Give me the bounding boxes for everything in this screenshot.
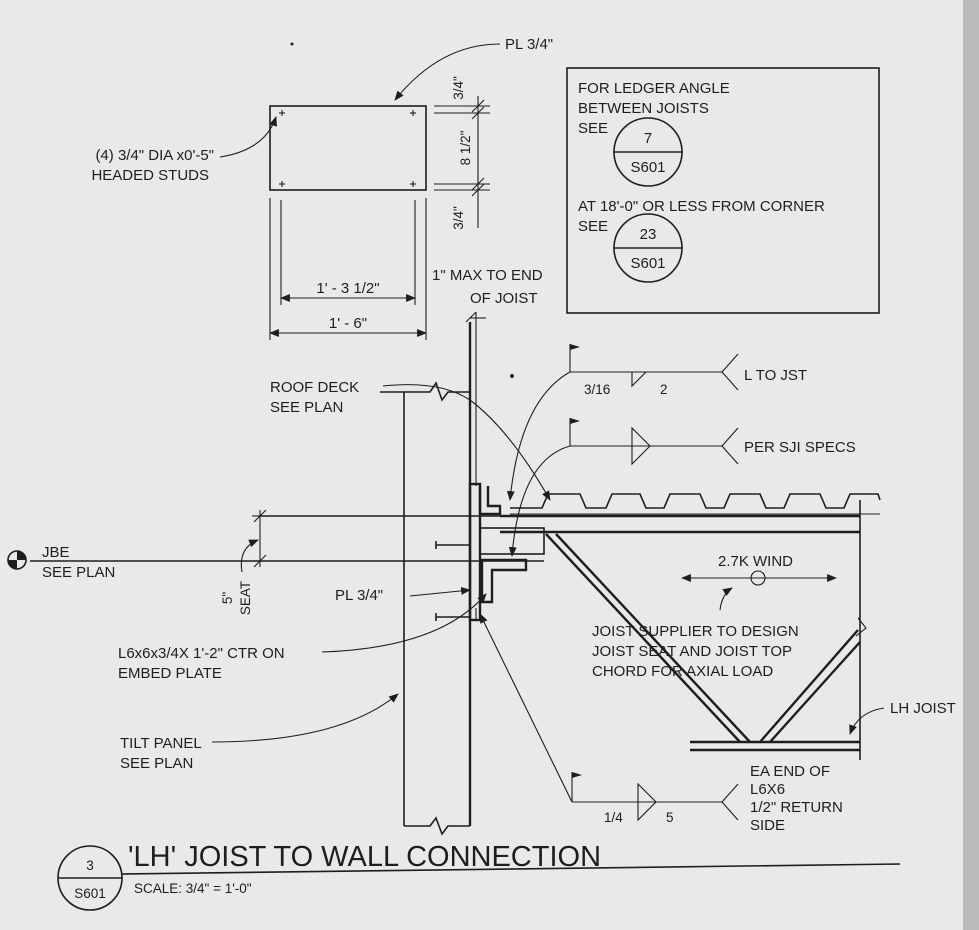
ref2-number: 23: [640, 226, 657, 243]
studs-label-line2: HEADED STUDS: [91, 167, 209, 184]
weld2-note: PER SJI SPECS: [744, 439, 856, 456]
weld3-note-line4: SIDE: [750, 817, 785, 834]
dim-outer: 1' - 6": [329, 315, 367, 332]
dim-bot: 3/4": [451, 206, 466, 230]
title-bubble[interactable]: 3 S601: [57, 845, 123, 911]
max-label-line2: OF JOIST: [470, 290, 538, 307]
notes-line2: BETWEEN JOISTS: [578, 100, 709, 117]
title-block: 3 S601 'LH' JOIST TO WALL CONNECTION SCA…: [57, 841, 901, 911]
wind-label: 2.7K WIND: [718, 553, 793, 570]
seat-dim-value: 5": [220, 592, 235, 605]
detail-ref-bubble-7[interactable]: 7 S601: [613, 117, 683, 187]
weld-symbol-3: 1/4 5 EA END OF L6X6 1/2" RETURN SIDE: [479, 613, 843, 834]
supplier-note-line2: JOIST SEAT AND JOIST TOP: [592, 643, 792, 660]
jbe-reference: JBE SEE PLAN: [7, 544, 544, 581]
title-bubble-sheet: S601: [74, 886, 106, 901]
jbe-label-line2: SEE PLAN: [42, 564, 115, 581]
title-scale: SCALE: 3/4" = 1'-0": [134, 881, 252, 896]
angle-label-line2: EMBED PLATE: [118, 665, 222, 682]
studs-label-line1: (4) 3/4" DIA x0'-5": [95, 147, 214, 164]
weld-symbol-2: PER SJI SPECS: [508, 418, 856, 557]
pl-embed-label: PL 3/4": [335, 587, 383, 604]
dim-top: 3/4": [451, 76, 466, 100]
tilt-panel-label-line1: TILT PANEL: [120, 735, 202, 752]
jbe-label-line1: JBE: [42, 544, 70, 561]
supplier-note-line1: JOIST SUPPLIER TO DESIGN: [592, 623, 799, 640]
notes-line3: AT 18'-0" OR LESS FROM CORNER: [578, 198, 825, 215]
embed-plate-elevation: 1' - 3 1/2" 1' - 6" 3/4" 8 1/2" 3/4" PL …: [91, 36, 553, 340]
ref1-number: 7: [644, 130, 652, 147]
joist-top-chord: [260, 493, 881, 760]
weld3-note-line3: 1/2" RETURN: [750, 799, 843, 816]
lh-joist-label: LH JOIST: [890, 700, 956, 717]
weld1-note: L TO JST: [744, 367, 807, 384]
stray-mark: [510, 374, 514, 378]
roof-deck-label-line1: ROOF DECK: [270, 379, 359, 396]
plate-label: PL 3/4": [505, 36, 553, 53]
stray-mark-2: [290, 42, 294, 46]
stud-marks: [279, 110, 416, 187]
seat-dim-label: SEAT: [238, 581, 253, 615]
title-bubble-number: 3: [86, 858, 94, 873]
max-label-line1: 1" MAX TO END: [432, 267, 543, 284]
weld3-size: 1/4: [604, 810, 623, 825]
dim-inner: 1' - 3 1/2": [316, 280, 379, 297]
title-text: 'LH' JOIST TO WALL CONNECTION: [128, 841, 601, 873]
supplier-note-line3: CHORD FOR AXIAL LOAD: [592, 663, 773, 680]
elevation-target-icon: [7, 550, 27, 570]
seat-dimension: 5" SEAT: [220, 509, 268, 615]
notes-box: FOR LEDGER ANGLE BETWEEN JOISTS SEE 7 S6…: [566, 67, 880, 314]
weld-symbol-1: 3/16 2 L TO JST: [506, 344, 807, 501]
notes-line1: FOR LEDGER ANGLE: [578, 80, 730, 97]
weld3-length: 5: [666, 810, 674, 825]
tilt-panel-label-line2: SEE PLAN: [120, 755, 193, 772]
weld3-note-line2: L6X6: [750, 781, 785, 798]
notes-see-1: SEE: [578, 120, 608, 137]
paper-right-edge: [963, 0, 979, 930]
ref1-sheet: S601: [630, 159, 665, 176]
weld1-length: 2: [660, 382, 668, 397]
weld3-note-line1: EA END OF: [750, 763, 830, 780]
roof-deck-label-line2: SEE PLAN: [270, 399, 343, 416]
dim-mid: 8 1/2": [458, 130, 473, 165]
weld1-size: 3/16: [584, 382, 610, 397]
angle-label-line1: L6x6x3/4X 1'-2" CTR ON: [118, 645, 285, 662]
wind-load: 2.7K WIND: [681, 553, 837, 611]
detail-ref-bubble-23[interactable]: 23 S601: [613, 213, 683, 283]
ref2-sheet: S601: [630, 255, 665, 272]
notes-see-2: SEE: [578, 218, 608, 235]
